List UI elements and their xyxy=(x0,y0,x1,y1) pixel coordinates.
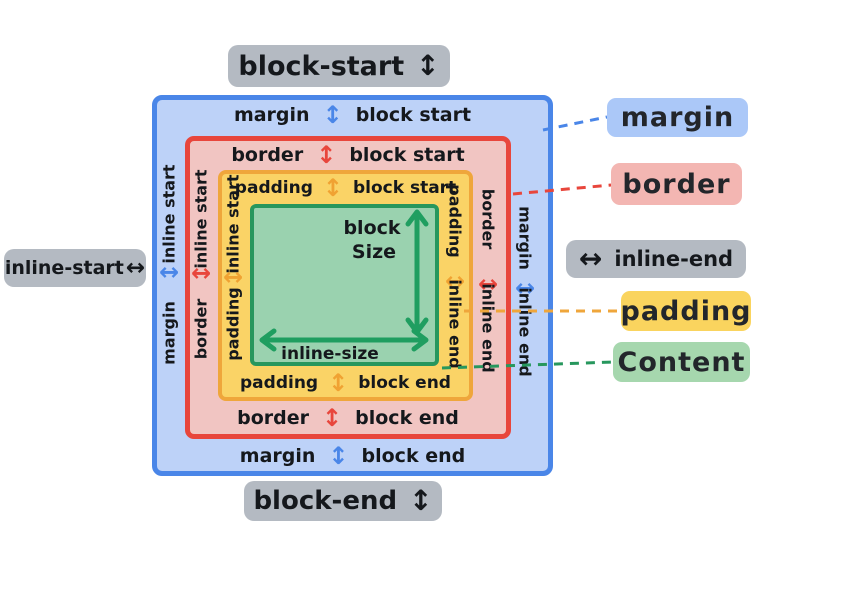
inline-start-pill: inline-start ↔ xyxy=(4,249,146,287)
content-legend: Content xyxy=(613,342,750,382)
inline-start-arrow-icon: ↔ xyxy=(125,254,146,281)
border-block-start-arrow-icon: ↕ xyxy=(316,141,337,169)
padding-inline-end-side: inline end xyxy=(445,279,465,369)
padding-block-end-arrow-icon: ↕ xyxy=(328,369,349,397)
padding-label: padding xyxy=(234,178,313,198)
margin-legend-label: margin xyxy=(620,102,735,133)
padding-inline-start-arrow-icon: ↔ xyxy=(222,263,244,291)
margin-label-bottom: margin xyxy=(239,445,316,467)
padding-label-right: padding xyxy=(445,184,465,258)
padding-legend: padding xyxy=(621,291,751,331)
margin-block-start-arrow-icon: ↕ xyxy=(322,101,343,129)
inline-size-label: inline-size xyxy=(281,344,379,364)
border-label: border xyxy=(231,144,304,166)
block-start-pill: block-start ↕ xyxy=(228,45,450,87)
border-block-end-side: block end xyxy=(355,407,459,429)
margin-label-left: margin xyxy=(159,301,179,365)
margin-block-end-arrow-icon: ↕ xyxy=(328,442,349,470)
padding-block-start-arrow-icon: ↕ xyxy=(322,174,343,202)
inline-end-arrow-icon: ↔ xyxy=(578,242,603,275)
margin-inline-end-side: inline end xyxy=(515,287,535,377)
border-inline-start-arrow-icon: ↔ xyxy=(190,259,212,287)
margin-legend: margin xyxy=(607,98,748,137)
padding-block-end-row: padding ↕ block end xyxy=(222,371,469,395)
block-end-pill: block-end ↕ xyxy=(244,481,442,521)
block-start-arrow-icon: ↕ xyxy=(416,49,440,82)
margin-label: margin xyxy=(233,104,310,126)
border-legend-label: border xyxy=(622,168,731,200)
padding-label-left: padding xyxy=(223,287,243,361)
border-block-start-row: border ↕ block start xyxy=(190,142,506,168)
border-label-right: border xyxy=(478,188,498,250)
content-legend-label: Content xyxy=(617,346,746,378)
border-label-left: border xyxy=(191,298,211,360)
border-label-bottom: border xyxy=(237,407,310,429)
padding-label-bottom: padding xyxy=(240,373,319,393)
border-block-end-row: border ↕ block end xyxy=(190,405,506,431)
padding-inline-start-side: inline start xyxy=(223,174,243,274)
padding-legend-label: padding xyxy=(620,295,752,327)
inline-start-pill-label: inline-start xyxy=(4,257,124,279)
margin-block-end-row: margin ↕ block end xyxy=(157,443,548,469)
margin-label-right: margin xyxy=(515,206,535,270)
margin-inline-start-side: inline start xyxy=(159,164,179,264)
inline-end-pill: ↔ inline-end xyxy=(566,240,746,278)
block-end-arrow-icon: ↕ xyxy=(409,484,433,517)
border-inline-start-side: inline start xyxy=(191,169,211,269)
padding-block-end-side: block end xyxy=(358,373,451,393)
border-block-start-side: block start xyxy=(349,144,465,166)
border-legend: border xyxy=(611,163,742,205)
margin-inline-end-arrow-icon: ↔ xyxy=(514,274,536,302)
block-size-label-line2: Size xyxy=(351,241,397,263)
border-block-end-arrow-icon: ↕ xyxy=(322,404,343,432)
padding-inline-end-arrow-icon: ↔ xyxy=(444,267,466,295)
block-start-pill-label: block-start xyxy=(238,50,405,82)
padding-block-start-side: block start xyxy=(352,178,457,198)
margin-inline-start-arrow-icon: ↔ xyxy=(158,258,180,286)
inline-end-pill-label: inline-end xyxy=(614,247,734,271)
block-end-pill-label: block-end xyxy=(253,486,398,516)
margin-block-start-row: margin ↕ block start xyxy=(157,102,548,128)
border-inline-end-arrow-icon: ↔ xyxy=(477,270,499,298)
margin-block-start-side: block start xyxy=(355,104,472,126)
padding-block-start-row: padding ↕ block start xyxy=(222,176,469,200)
margin-block-end-side: block end xyxy=(361,445,466,467)
block-size-label-line1: block xyxy=(343,217,401,239)
border-inline-end-side: inline end xyxy=(478,283,498,373)
